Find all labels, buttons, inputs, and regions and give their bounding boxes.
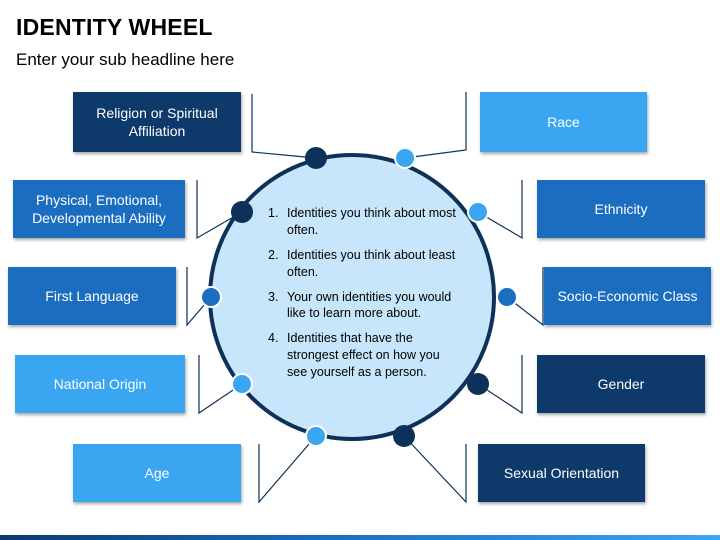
category-socioeconomic-class: Socio-Economic Class: [544, 267, 711, 325]
connector-religion: [251, 94, 317, 159]
category-age: Age: [73, 444, 241, 502]
page-subtitle: Enter your sub headline here: [16, 50, 235, 69]
connector-physical: [196, 180, 243, 240]
instruction-number: 1.: [268, 206, 279, 220]
connector-ethnicity: [477, 180, 523, 240]
instruction-text: Identities you think about most often.: [287, 206, 456, 237]
identity-wheel-circle: [208, 153, 496, 441]
category-age-label: Age: [144, 464, 170, 481]
wheel-dot-gender: [467, 373, 489, 395]
wheel-dot-religion: [305, 147, 327, 169]
connector-language: [186, 267, 212, 327]
category-race: Race: [480, 92, 647, 152]
wheel-dot-orientation: [393, 425, 415, 447]
category-first-language-label: First Language: [45, 287, 139, 304]
instruction-number: 4.: [268, 331, 279, 346]
category-ethnicity: Ethnicity: [537, 180, 705, 238]
connector-origin: [198, 355, 243, 415]
instruction-item: 4. Identities that have the strongest ef…: [268, 330, 460, 381]
instruction-number: 3.: [268, 289, 279, 304]
category-national-origin: National Origin: [15, 355, 185, 413]
instruction-number: 2.: [268, 247, 279, 262]
category-physical-ability-label: Physical, Emotional, Developmental Abili…: [32, 191, 166, 226]
wheel-dot-age: [305, 425, 327, 447]
footer-gradient-bar: [0, 535, 720, 540]
instruction-list: 1. Identities you think about most often…: [268, 205, 460, 389]
wheel-dot-race: [394, 147, 416, 169]
category-ethnicity-label: Ethnicity: [594, 200, 648, 217]
wheel-dot-origin: [231, 373, 253, 395]
category-religion-label: Religion or Spiritual Affiliation: [96, 104, 218, 139]
connector-socioeconomic: [506, 267, 544, 327]
instruction-text: Identities you think about least often.: [287, 247, 456, 279]
wheel-dot-language: [200, 286, 222, 308]
instruction-item: 1. Identities you think about most often…: [268, 205, 460, 239]
wheel-dot-socioeconomic: [496, 286, 518, 308]
category-sexual-orientation: Sexual Orientation: [478, 444, 645, 502]
category-sexual-orientation-label: Sexual Orientation: [503, 464, 620, 481]
category-race-label: Race: [547, 113, 580, 130]
instruction-item: 3. Your own identities you would like to…: [268, 289, 460, 323]
instruction-item: 2. Identities you think about least ofte…: [268, 247, 460, 281]
instruction-text: Identities that have the strongest effec…: [287, 331, 440, 379]
connector-age: [258, 435, 317, 504]
category-religion: Religion or Spiritual Affiliation: [73, 92, 241, 152]
connector-gender: [477, 355, 523, 415]
connector-orientation: [403, 435, 467, 504]
instruction-text: Your own identities you would like to le…: [287, 289, 452, 321]
category-physical-ability: Physical, Emotional, Developmental Abili…: [13, 180, 185, 238]
wheel-dot-ethnicity: [467, 201, 489, 223]
category-gender: Gender: [537, 355, 705, 413]
category-gender-label: Gender: [597, 375, 645, 392]
category-national-origin-label: National Origin: [53, 375, 147, 392]
category-socioeconomic-class-label: Socio-Economic Class: [557, 287, 698, 304]
connector-race: [404, 92, 467, 159]
category-first-language: First Language: [8, 267, 176, 325]
page-title: IDENTITY WHEEL: [16, 14, 213, 40]
wheel-dot-physical: [231, 201, 253, 223]
